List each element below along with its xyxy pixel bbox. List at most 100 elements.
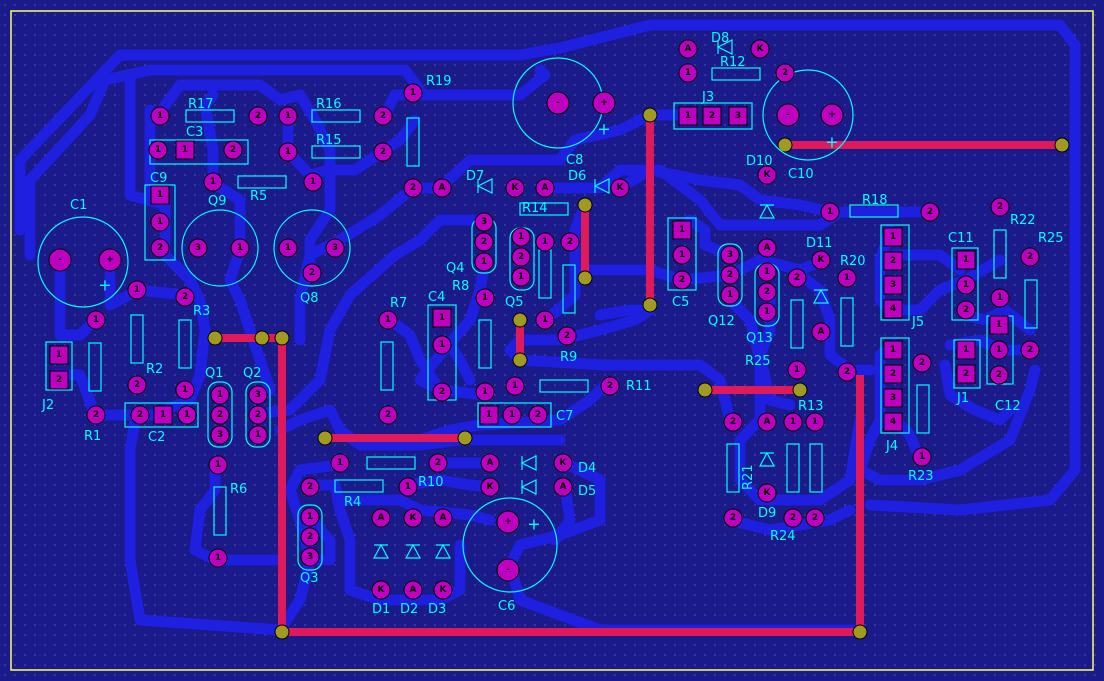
solder-pad[interactable]: 2 xyxy=(428,453,448,473)
solder-pad[interactable]: A xyxy=(553,477,573,497)
solder-pad[interactable]: 3 xyxy=(188,238,208,258)
solder-pad[interactable]: A xyxy=(480,453,500,473)
solder-pad[interactable]: 3 xyxy=(325,238,345,258)
solder-pad[interactable]: 1 xyxy=(248,425,268,445)
solder-pad[interactable]: 1 xyxy=(720,285,740,305)
solder-pad[interactable]: A xyxy=(811,322,831,342)
solder-pad[interactable]: 4 xyxy=(883,299,903,319)
solder-pad[interactable]: 2 xyxy=(300,477,320,497)
solder-pad[interactable]: 2 xyxy=(511,247,531,267)
solder-pad[interactable]: + xyxy=(820,103,844,127)
solder-pad[interactable]: 1 xyxy=(956,275,976,295)
solder-pad[interactable]: 1 xyxy=(783,412,803,432)
solder-pad[interactable]: 1 xyxy=(672,245,692,265)
solder-pad[interactable]: 1 xyxy=(208,455,228,475)
solder-pad[interactable]: 1 xyxy=(757,262,777,282)
solder-pad[interactable]: 2 xyxy=(432,382,452,402)
solder-pad[interactable]: 2 xyxy=(1020,247,1040,267)
solder-pad[interactable]: 3 xyxy=(248,385,268,405)
solder-pad[interactable]: 2 xyxy=(956,300,976,320)
solder-pad[interactable]: A xyxy=(535,178,555,198)
solder-pad[interactable]: 2 xyxy=(127,375,147,395)
solder-pad[interactable]: A xyxy=(371,508,391,528)
solder-pad[interactable]: 2 xyxy=(49,370,69,390)
solder-pad[interactable]: 1 xyxy=(511,227,531,247)
solder-pad[interactable]: 2 xyxy=(757,282,777,302)
solder-pad[interactable]: 2 xyxy=(210,405,230,425)
solder-pad[interactable]: 1 xyxy=(230,238,250,258)
solder-pad[interactable]: 2 xyxy=(86,405,106,425)
solder-pad[interactable]: 1 xyxy=(278,142,298,162)
solder-pad[interactable]: 2 xyxy=(775,63,795,83)
solder-pad[interactable]: K xyxy=(403,508,423,528)
solder-pad[interactable]: 2 xyxy=(837,362,857,382)
solder-pad[interactable]: A xyxy=(678,39,698,59)
solder-pad[interactable]: 1 xyxy=(883,340,903,360)
solder-pad[interactable]: 1 xyxy=(432,335,452,355)
solder-pad[interactable]: 1 xyxy=(820,202,840,222)
solder-pad[interactable]: 2 xyxy=(557,326,577,346)
solder-pad[interactable]: 1 xyxy=(148,140,168,160)
solder-pad[interactable]: 3 xyxy=(720,245,740,265)
solder-pad[interactable]: 2 xyxy=(912,353,932,373)
solder-pad[interactable]: K xyxy=(757,165,777,185)
solder-pad[interactable]: 1 xyxy=(86,310,106,330)
solder-pad[interactable]: 2 xyxy=(1020,340,1040,360)
solder-pad[interactable]: 2 xyxy=(150,238,170,258)
solder-pad[interactable]: 2 xyxy=(175,287,195,307)
solder-pad[interactable]: 2 xyxy=(560,232,580,252)
solder-pad[interactable]: 2 xyxy=(474,232,494,252)
solder-pad[interactable]: 2 xyxy=(403,178,423,198)
solder-pad[interactable]: 2 xyxy=(989,365,1009,385)
solder-pad[interactable]: - xyxy=(776,103,800,127)
solder-pad[interactable]: 1 xyxy=(672,220,692,240)
solder-pad[interactable]: 2 xyxy=(720,265,740,285)
solder-pad[interactable]: 2 xyxy=(378,405,398,425)
solder-pad[interactable]: 1 xyxy=(475,382,495,402)
solder-pad[interactable]: K xyxy=(610,178,630,198)
solder-pad[interactable]: K xyxy=(757,483,777,503)
solder-pad[interactable]: 3 xyxy=(728,106,748,126)
solder-pad[interactable]: 2 xyxy=(130,405,150,425)
solder-pad[interactable]: 1 xyxy=(49,345,69,365)
solder-pad[interactable]: A xyxy=(757,238,777,258)
solder-pad[interactable]: 1 xyxy=(474,252,494,272)
solder-pad[interactable]: 1 xyxy=(787,360,807,380)
solder-pad[interactable]: 1 xyxy=(990,288,1010,308)
solder-pad[interactable]: + xyxy=(98,248,122,272)
solder-pad[interactable]: 1 xyxy=(378,310,398,330)
solder-pad[interactable]: 1 xyxy=(150,212,170,232)
solder-pad[interactable]: 1 xyxy=(956,250,976,270)
solder-pad[interactable]: 1 xyxy=(479,405,499,425)
solder-pad[interactable]: A xyxy=(433,508,453,528)
solder-pad[interactable]: K xyxy=(480,477,500,497)
solder-pad[interactable]: A xyxy=(432,178,452,198)
solder-pad[interactable]: 2 xyxy=(373,142,393,162)
solder-pad[interactable]: 2 xyxy=(248,405,268,425)
solder-pad[interactable]: + xyxy=(496,510,520,534)
solder-pad[interactable]: 2 xyxy=(956,364,976,384)
solder-pad[interactable]: 1 xyxy=(303,172,323,192)
solder-pad[interactable]: 2 xyxy=(883,364,903,384)
solder-pad[interactable]: 1 xyxy=(989,340,1009,360)
solder-pad[interactable]: 3 xyxy=(474,212,494,232)
solder-pad[interactable]: 1 xyxy=(883,227,903,247)
solder-pad[interactable]: 1 xyxy=(475,288,495,308)
solder-pad[interactable]: 4 xyxy=(883,412,903,432)
solder-pad[interactable]: 2 xyxy=(883,251,903,271)
solder-pad[interactable]: + xyxy=(592,91,616,115)
solder-pad[interactable]: 2 xyxy=(223,140,243,160)
solder-pad[interactable]: 1 xyxy=(210,385,230,405)
solder-pad[interactable]: 1 xyxy=(912,447,932,467)
solder-pad[interactable]: 2 xyxy=(528,405,548,425)
solder-pad[interactable]: 2 xyxy=(805,508,825,528)
solder-pad[interactable]: 2 xyxy=(723,508,743,528)
solder-pad[interactable]: 1 xyxy=(432,308,452,328)
solder-pad[interactable]: 2 xyxy=(787,268,807,288)
solder-pad[interactable]: 2 xyxy=(373,106,393,126)
solder-pad[interactable]: 3 xyxy=(883,388,903,408)
solder-pad[interactable]: 1 xyxy=(403,83,423,103)
solder-pad[interactable]: 1 xyxy=(535,310,555,330)
solder-pad[interactable]: 1 xyxy=(535,232,555,252)
